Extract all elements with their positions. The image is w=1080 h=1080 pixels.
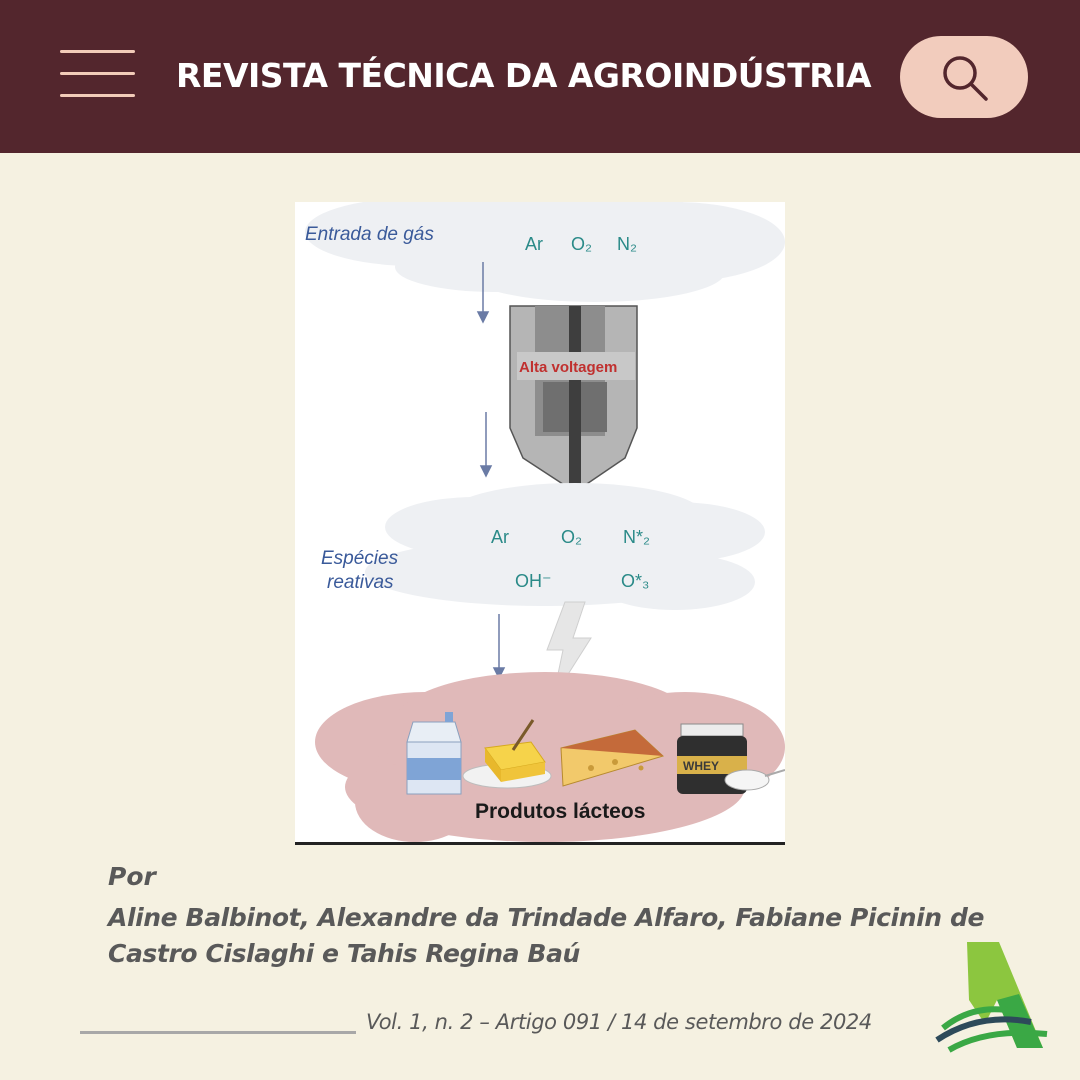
byline-authors: Aline Balbinot, Alexandre da Trindade Al… [108,903,985,968]
milk-carton-icon [406,712,462,795]
reactive-label-line2: reativas [327,572,394,593]
plasma-device: Alta voltagem [509,305,638,493]
gas-o2: O₂ [571,234,592,254]
flow-arrow-2 [479,412,493,478]
issue-info: Vol. 1, n. 2 – Artigo 091 / 14 de setemb… [366,1010,872,1034]
byline-prefix: Por [108,862,156,891]
gas-input-cloud [305,202,785,302]
site-title: REVISTA TÉCNICA DA AGROINDÚSTRIA [176,56,872,95]
species-o2: O₂ [561,527,582,547]
whey-jar-icon: WHEY [677,723,785,794]
species-n2-excited: N*₂ [623,527,650,547]
gas-input-label: Entrada de gás [305,224,434,245]
search-button[interactable] [900,36,1028,118]
gas-ar: Ar [525,234,543,254]
whey-label: WHEY [683,759,719,773]
butter-icon [462,719,552,789]
reactive-species-cloud [365,483,765,610]
flow-arrow-3 [492,614,506,680]
site-header: REVISTA TÉCNICA DA AGROINDÚSTRIA [0,0,1080,153]
products-label: Produtos lácteos [475,800,645,823]
flow-arrow-1 [476,262,490,324]
hamburger-menu-icon[interactable] [60,50,135,98]
gas-n2: N₂ [617,234,637,254]
voltage-label: Alta voltagem [519,359,617,376]
agroindustria-logo-icon [935,940,1060,1059]
species-ar: Ar [491,527,509,547]
cold-plasma-diagram: Entrada de gás Ar O₂ N₂ Alta voltagem [295,202,785,845]
reactive-label-line1: Espécies [321,548,399,569]
search-icon [943,56,988,101]
cheese-icon [560,729,664,787]
species-oh: OH⁻ [515,571,552,591]
species-o3: O*₃ [621,571,649,591]
footer-divider [80,1031,356,1034]
